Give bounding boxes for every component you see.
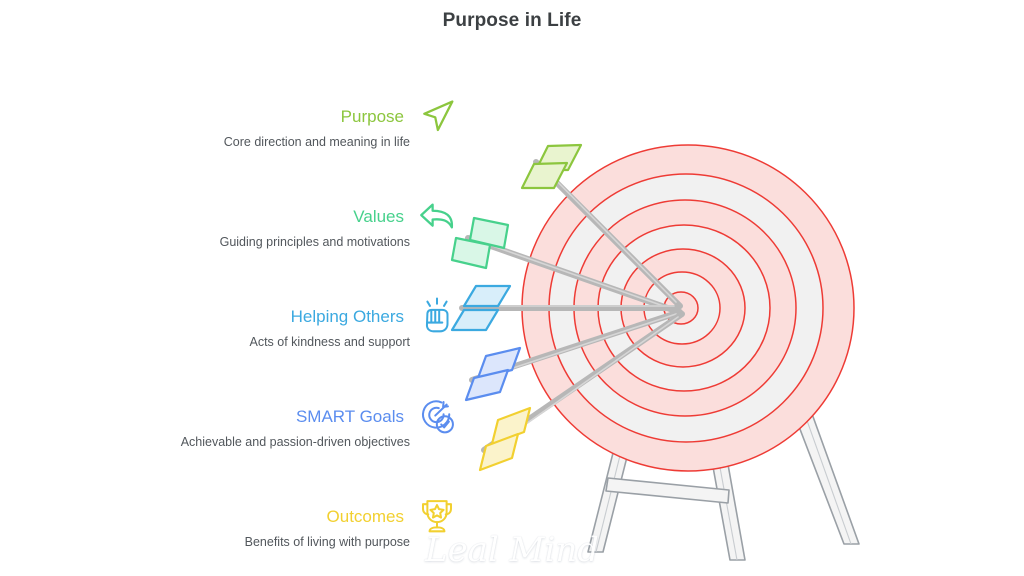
arrow-helping-others xyxy=(450,284,681,332)
list-item-label: Values xyxy=(353,206,404,226)
concept-list: Purpose Core direction and meaning in li… xyxy=(0,80,470,576)
curved-back-arrow-icon xyxy=(420,203,454,229)
list-item-label: Outcomes xyxy=(326,506,404,526)
list-item-label: Helping Others xyxy=(290,306,404,326)
arrow-shaft-highlight xyxy=(539,163,677,303)
arrow-fletching-upper xyxy=(468,216,510,250)
list-item-description: Acts of kindness and support xyxy=(249,335,410,349)
list-item-outcomes[interactable]: Outcomes Benefits of living with purpose xyxy=(0,480,470,576)
list-item-purpose[interactable]: Purpose Core direction and meaning in li… xyxy=(0,80,470,180)
send-plane-icon xyxy=(423,100,454,132)
list-item-header: Values xyxy=(0,201,470,231)
arrow-outcomes xyxy=(478,311,685,472)
list-item-helping-others[interactable]: Helping Others Acts of kindness and supp… xyxy=(0,280,470,380)
list-item-description: Guiding principles and motivations xyxy=(219,235,410,249)
list-item-description: Benefits of living with purpose xyxy=(244,535,410,549)
arrow-fletching-upper xyxy=(462,284,512,308)
stand-cross-brace xyxy=(605,477,730,504)
list-item-header: SMART Goals xyxy=(0,400,470,434)
raised-fist-icon xyxy=(425,297,449,333)
list-item-label: SMART Goals xyxy=(295,406,404,426)
arrow-purpose xyxy=(520,143,683,309)
list-item-header: Outcomes xyxy=(0,500,470,533)
page-title: Purpose in Life xyxy=(442,10,582,31)
arrow-smart-goals xyxy=(464,309,683,402)
list-item-header: Purpose xyxy=(0,100,470,132)
arrow-values xyxy=(450,216,679,314)
arrows xyxy=(450,143,685,472)
arrow-fletching-lower xyxy=(478,432,520,472)
list-item-smart-goals[interactable]: SMART Goals Achievable and passion-drive… xyxy=(0,380,470,480)
arrow-fletching-lower xyxy=(464,368,510,402)
list-item-description: Core direction and meaning in life xyxy=(223,135,410,149)
arrow-fletching-upper xyxy=(490,406,532,446)
list-item-values[interactable]: Values Guiding principles and motivation… xyxy=(0,180,470,280)
arrow-fletching-lower xyxy=(450,308,500,332)
arrow-fletching-lower xyxy=(520,161,569,190)
target-arrow-check-icon xyxy=(422,400,454,434)
arrow-fletching-upper xyxy=(476,346,522,380)
list-item-description: Achievable and passion-driven objectives xyxy=(180,435,410,449)
list-item-label: Purpose xyxy=(340,106,404,126)
archery-target-illustration xyxy=(450,143,860,561)
arrow-shaft-highlight xyxy=(472,238,673,310)
list-item-header: Helping Others xyxy=(0,297,470,333)
trophy-star-icon xyxy=(421,500,453,533)
arrow-fletching-lower xyxy=(450,236,492,270)
